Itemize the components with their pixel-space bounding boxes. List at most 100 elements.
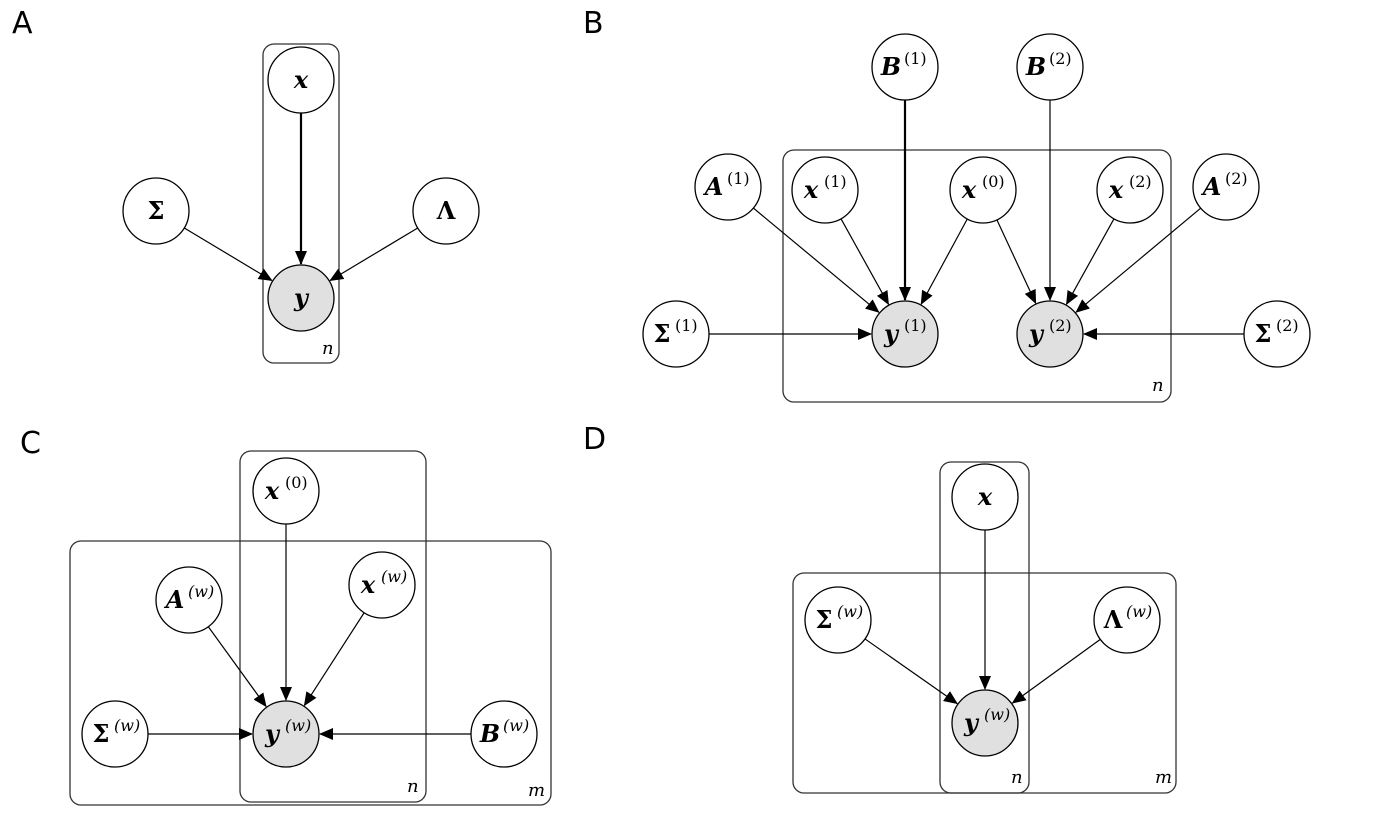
- node-b-s1: Σ(1): [642, 300, 710, 368]
- node-superscript: (w): [188, 582, 214, 601]
- node-b-x1: x(1): [791, 156, 859, 224]
- plate-label-d-n: n: [1011, 767, 1023, 788]
- node-b-b2: B(2): [1016, 33, 1084, 101]
- node-circle: [348, 551, 416, 619]
- node-superscript: (2): [1276, 316, 1299, 335]
- node-circle: [949, 156, 1017, 224]
- edge-c-xw-to-c-yw: [303, 612, 365, 707]
- node-superscript: (2): [1225, 169, 1248, 188]
- node-circle: [871, 33, 939, 101]
- node-circle: [1093, 586, 1161, 654]
- node-circle: [871, 300, 939, 368]
- node-circle: [267, 264, 335, 332]
- plate-c-m: [69, 540, 552, 806]
- node-symbol: Σ: [654, 319, 671, 348]
- node-superscript: (2): [1129, 172, 1152, 191]
- node-symbol: Σ: [816, 605, 833, 634]
- node-superscript: (1): [727, 169, 750, 188]
- node-symbol: A: [1201, 172, 1222, 201]
- node-symbol: B: [880, 52, 901, 81]
- node-symbol: y: [963, 708, 980, 737]
- node-d-sw: Σ(w): [804, 586, 872, 654]
- node-circle: [81, 700, 149, 768]
- node-symbol: x: [961, 175, 977, 204]
- node-superscript: (0): [285, 473, 308, 492]
- node-a-sigma: Σ: [122, 177, 190, 245]
- node-superscript: (w): [1126, 602, 1152, 621]
- node-circle: [1243, 300, 1311, 368]
- node-superscript: (w): [837, 602, 863, 621]
- node-circle: [1096, 156, 1164, 224]
- node-b-y2: y(2): [1016, 300, 1084, 368]
- node-c-aw: A(w): [155, 566, 223, 634]
- plate-c-n: [239, 450, 427, 803]
- node-symbol: Σ: [93, 719, 110, 748]
- node-symbol: Λ: [1103, 605, 1123, 634]
- plate-label-a-n: n: [322, 338, 334, 359]
- node-circle: [1016, 33, 1084, 101]
- node-c-sw: Σ(w): [81, 700, 149, 768]
- node-c-yw: y(w): [252, 700, 320, 768]
- node-symbol: y: [1028, 319, 1045, 348]
- node-c-x0: x (0): [252, 457, 320, 525]
- plate-a-n: [262, 43, 340, 364]
- node-d-yw: y(w): [951, 689, 1019, 757]
- node-circle: [412, 177, 480, 245]
- node-superscript: (1): [904, 49, 927, 68]
- edge-d-sw-to-d-yw: [864, 638, 958, 705]
- node-circle: [122, 177, 190, 245]
- node-symbol: y: [883, 319, 900, 348]
- node-circle: [252, 457, 320, 525]
- node-circle: [951, 689, 1019, 757]
- node-c-bw: B(w): [470, 700, 538, 768]
- node-superscript: (1): [675, 316, 698, 335]
- node-b-x2: x (2): [1096, 156, 1164, 224]
- node-b-b1: B(1): [871, 33, 939, 101]
- edges-layer: [148, 100, 1244, 740]
- edge-b-x0-to-b-y2: [996, 219, 1037, 305]
- edge-c-aw-to-c-yw: [207, 626, 267, 708]
- node-symbol: Σ: [148, 196, 165, 225]
- node-d-lw: Λ(w): [1093, 586, 1161, 654]
- node-superscript: (0): [982, 172, 1005, 191]
- node-symbol: B: [479, 719, 500, 748]
- node-superscript: (w): [114, 716, 140, 735]
- node-superscript: (w): [381, 567, 407, 586]
- node-b-a2: A(2): [1192, 153, 1260, 221]
- plate-b-n: [782, 149, 1172, 403]
- node-a-lambda: Λ: [412, 177, 480, 245]
- edge-a-lambda-to-a-y: [329, 227, 419, 282]
- node-symbol: x: [977, 482, 993, 511]
- node-b-a1: A(1): [694, 153, 762, 221]
- edge-a-sigma-to-a-y: [183, 227, 273, 282]
- node-symbol: Λ: [436, 196, 456, 225]
- node-circle: [1192, 153, 1260, 221]
- node-superscript: (w): [503, 716, 529, 735]
- node-superscript: (w): [984, 705, 1010, 724]
- edge-b-x0-to-b-y1: [920, 218, 968, 305]
- node-circle: [642, 300, 710, 368]
- edge-b-x1-to-b-y1: [840, 218, 890, 306]
- edge-b-a2-to-b-y2: [1075, 207, 1202, 313]
- node-symbol: x: [264, 476, 280, 505]
- plate-label-d-m: m: [1155, 767, 1172, 788]
- panel-label-a: A: [12, 6, 33, 41]
- node-symbol: x: [803, 175, 819, 204]
- node-b-y1: y(1): [871, 300, 939, 368]
- node-symbol: x: [1108, 175, 1124, 204]
- node-circle: [470, 700, 538, 768]
- node-circle: [951, 463, 1019, 531]
- node-symbol: B: [1025, 52, 1046, 81]
- edge-b-a1-to-b-y1: [753, 207, 880, 313]
- node-a-x: x: [267, 46, 335, 114]
- panel-label-b: B: [583, 6, 604, 41]
- plate-label-c-n: n: [407, 776, 419, 797]
- node-circle: [804, 586, 872, 654]
- panel-label-c: C: [20, 426, 41, 461]
- node-symbol: y: [264, 719, 281, 748]
- node-symbol: Σ: [1255, 319, 1272, 348]
- node-symbol: x: [360, 570, 376, 599]
- plate-label-b-n: n: [1152, 375, 1164, 396]
